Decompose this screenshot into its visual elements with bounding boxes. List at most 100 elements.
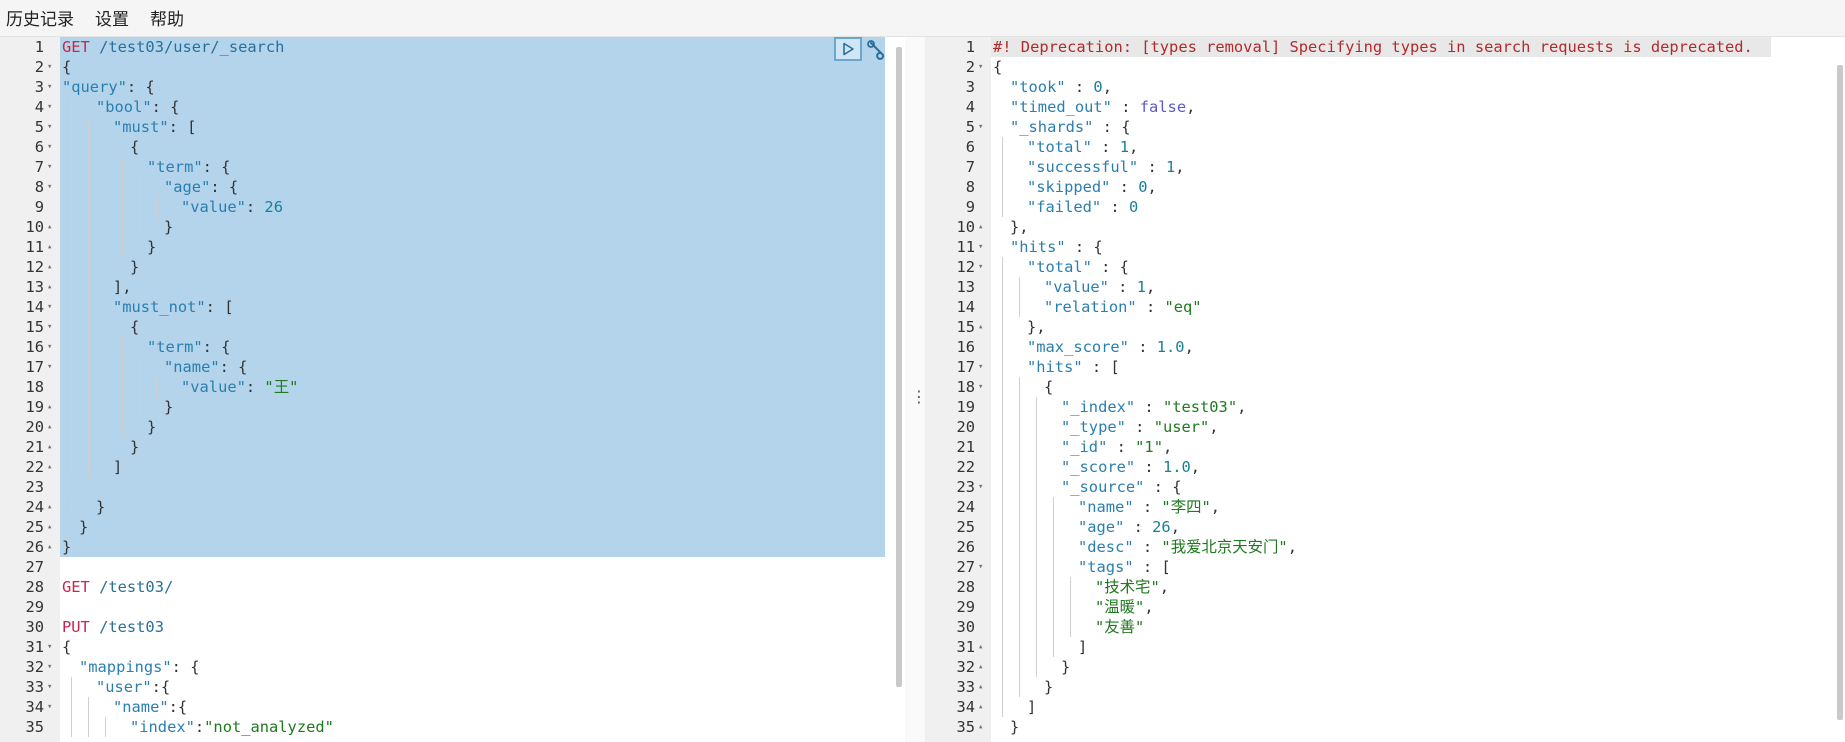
token-num: 1 xyxy=(1119,138,1129,156)
code-text: "max_score" : 1.0, xyxy=(993,337,1194,357)
fold-collapse-icon[interactable]: ▾ xyxy=(978,242,984,252)
code-text: "_shards" : { xyxy=(993,117,1130,137)
token-method: PUT xyxy=(62,618,90,636)
token-punct: : xyxy=(1111,98,1140,116)
code-text: }, xyxy=(993,217,1029,237)
fold-end-icon[interactable]: ▴ xyxy=(47,542,53,552)
fold-collapse-icon[interactable]: ▾ xyxy=(978,122,984,132)
fold-end-icon[interactable]: ▴ xyxy=(47,242,53,252)
line-number: 26 xyxy=(956,538,975,556)
fold-collapse-icon[interactable]: ▾ xyxy=(47,342,53,352)
menu-help[interactable]: 帮助 xyxy=(150,10,184,30)
indent-guide xyxy=(88,697,89,717)
fold-collapse-icon[interactable]: ▾ xyxy=(47,662,53,672)
fold-collapse-icon[interactable]: ▾ xyxy=(47,142,53,152)
fold-collapse-icon[interactable]: ▾ xyxy=(978,382,984,392)
fold-collapse-icon[interactable]: ▾ xyxy=(978,562,984,572)
token-punct: : [ xyxy=(1082,358,1120,376)
indent-guide xyxy=(1019,297,1020,317)
fold-end-icon[interactable]: ▴ xyxy=(47,282,53,292)
line-number: 15 xyxy=(25,318,44,336)
indent-guide xyxy=(1053,517,1054,537)
fold-end-icon[interactable]: ▴ xyxy=(978,642,984,652)
response-scrollbar[interactable] xyxy=(1837,65,1843,720)
code-text: "term": { xyxy=(62,337,230,357)
fold-collapse-icon[interactable]: ▾ xyxy=(978,482,984,492)
indent-guide xyxy=(1019,417,1020,437)
fold-end-icon[interactable]: ▴ xyxy=(47,262,53,272)
indent-guide xyxy=(88,717,89,737)
fold-collapse-icon[interactable]: ▾ xyxy=(978,62,984,72)
fold-collapse-icon[interactable]: ▾ xyxy=(47,702,53,712)
indent-guide xyxy=(1019,397,1020,417)
code-text: "hits" : { xyxy=(993,237,1103,257)
fold-collapse-icon[interactable]: ▾ xyxy=(47,362,53,372)
fold-collapse-icon[interactable]: ▾ xyxy=(47,102,53,112)
fold-end-icon[interactable]: ▴ xyxy=(47,462,53,472)
fold-end-icon[interactable]: ▴ xyxy=(978,682,984,692)
fold-collapse-icon[interactable]: ▾ xyxy=(47,302,53,312)
code-text: "term": { xyxy=(62,157,230,177)
fold-collapse-icon[interactable]: ▾ xyxy=(47,322,53,332)
token-punct: , xyxy=(1237,398,1247,416)
fold-end-icon[interactable]: ▴ xyxy=(47,402,53,412)
fold-end-icon[interactable]: ▴ xyxy=(978,222,984,232)
indent-guide xyxy=(88,257,89,277)
indent-guide xyxy=(88,437,89,457)
fold-end-icon[interactable]: ▴ xyxy=(47,422,53,432)
fold-end-icon[interactable]: ▴ xyxy=(47,222,53,232)
code-text: } xyxy=(62,517,88,537)
code-text: "_type" : "user", xyxy=(993,417,1219,437)
indent-guide xyxy=(105,337,106,357)
fold-collapse-icon[interactable]: ▾ xyxy=(47,682,53,692)
pane-splitter[interactable]: ⋮ xyxy=(905,37,927,742)
fold-collapse-icon[interactable]: ▾ xyxy=(47,182,53,192)
fold-end-icon[interactable]: ▴ xyxy=(47,522,53,532)
request-options-button[interactable] xyxy=(866,39,888,61)
fold-collapse-icon[interactable]: ▾ xyxy=(47,62,53,72)
code-text: { xyxy=(62,637,71,657)
indent-guide xyxy=(71,337,72,357)
token-punct: : { xyxy=(171,658,200,676)
fold-collapse-icon[interactable]: ▾ xyxy=(978,262,984,272)
token-punct: ] xyxy=(1027,698,1037,716)
token-str: "user" xyxy=(1153,418,1210,436)
fold-end-icon[interactable]: ▴ xyxy=(47,442,53,452)
request-scrollbar[interactable] xyxy=(896,47,902,687)
line-number: 19 xyxy=(25,398,44,416)
menu-history[interactable]: 历史记录 xyxy=(6,10,74,30)
fold-collapse-icon[interactable]: ▾ xyxy=(47,122,53,132)
line-number: 18 xyxy=(25,378,44,396)
menu-settings[interactable]: 设置 xyxy=(95,10,129,30)
token-punct: , xyxy=(1184,338,1194,356)
response-viewer[interactable]: 1#! Deprecation: [types removal] Specify… xyxy=(925,37,1845,742)
indent-guide xyxy=(156,377,157,397)
fold-collapse-icon[interactable]: ▾ xyxy=(47,642,53,652)
indent-guide xyxy=(122,357,123,377)
fold-end-icon[interactable]: ▴ xyxy=(978,322,984,332)
token-punct: : xyxy=(1133,498,1162,516)
fold-collapse-icon[interactable]: ▾ xyxy=(978,362,984,372)
fold-end-icon[interactable]: ▴ xyxy=(978,702,984,712)
run-request-button[interactable] xyxy=(834,37,862,61)
token-key: "user" xyxy=(96,678,152,696)
code-text: } xyxy=(993,657,1070,677)
fold-collapse-icon[interactable]: ▾ xyxy=(47,82,53,92)
token-punct: : xyxy=(1107,438,1136,456)
fold-collapse-icon[interactable]: ▾ xyxy=(47,162,53,172)
indent-guide xyxy=(71,277,72,297)
fold-end-icon[interactable]: ▴ xyxy=(47,502,53,512)
line-number: 3 xyxy=(34,78,44,96)
fold-end-icon[interactable]: ▴ xyxy=(978,722,984,732)
line-number: 5 xyxy=(34,118,44,136)
indent-guide xyxy=(122,397,123,417)
token-num: 0 xyxy=(1093,78,1103,96)
indent-guide xyxy=(1002,397,1003,417)
line-number: 35 xyxy=(956,718,975,736)
token-punct: : xyxy=(1091,138,1120,156)
fold-end-icon[interactable]: ▴ xyxy=(978,662,984,672)
indent-guide xyxy=(1070,577,1071,597)
token-num: 26 xyxy=(264,198,283,216)
line-number: 27 xyxy=(25,558,44,576)
